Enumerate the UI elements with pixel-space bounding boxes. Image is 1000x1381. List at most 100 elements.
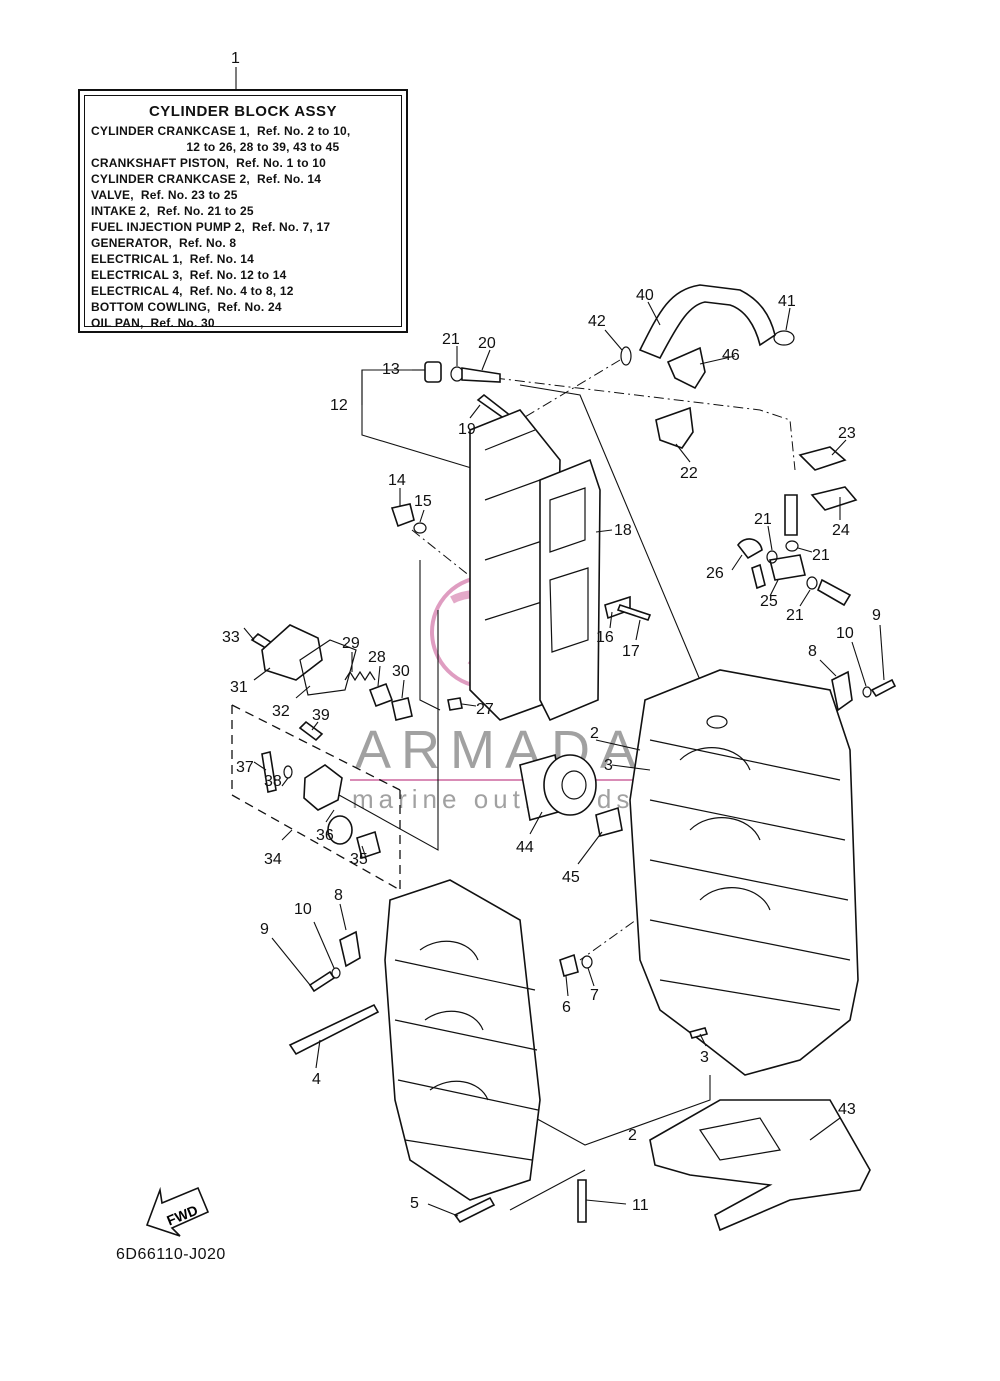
leader-37 [253,761,267,771]
leader-3a [611,764,651,771]
callout-14: 14 [388,472,406,489]
callout-6: 6 [562,999,571,1016]
crankcase-right-bores [679,747,771,911]
legend-line: ELECTRICAL 4, Ref. No. 4 to 8, 12 [91,284,294,298]
callout-20: 20 [478,335,496,352]
leader-10b [313,921,335,969]
bolt-17 [616,604,652,621]
leader-36 [325,809,335,823]
lug-8-left [339,930,361,968]
clip-23 [798,446,847,471]
dash-34-left [231,705,401,891]
leader-9a [879,624,885,681]
leader-32 [295,685,311,699]
screw-27 [447,697,463,711]
bolt-25-small [751,563,766,590]
leader-2-3-right [519,384,701,681]
callout-22: 22 [680,465,698,482]
callout-30: 30 [392,663,410,680]
housing-36 [303,764,343,811]
stud-11 [577,1179,587,1223]
assembly-legend: CYLINDER BLOCK ASSY CYLINDER CRANKCASE 1… [78,89,408,333]
callout-21a: 21 [442,331,460,348]
callout-9a: 9 [872,607,881,624]
bracket-12 [361,369,479,471]
leader-2-bottom [529,1075,711,1146]
callout-17: 17 [622,643,640,660]
callout-26: 26 [706,565,724,582]
legend-line: FUEL INJECTION PUMP 2, Ref. No. 7, 17 [91,220,331,234]
crankcase-left-body [384,879,541,1201]
crankcase-left-ribs [394,959,539,1161]
clip-24 [810,486,858,511]
legend-inner-frame: CYLINDER BLOCK ASSY CYLINDER CRANKCASE 1… [84,95,402,330]
leader-23 [831,439,847,456]
frame-left [329,610,439,851]
washer-10-left [331,967,341,979]
cylinder-crankcase-left [288,879,587,1224]
callout-legend: 1 [231,50,240,67]
leader-3b [699,1033,707,1047]
callout-23: 23 [838,425,856,442]
diagram-code: 6D66110-J020 [116,1246,226,1263]
leader-21c [797,547,813,553]
leader-21b [767,525,773,551]
callout-21c: 21 [812,547,830,564]
callout-38: 38 [264,773,282,790]
callout-25: 25 [760,593,778,610]
callout-43: 43 [838,1101,856,1118]
legend-line: CYLINDER CRANKCASE 1, Ref. No. 2 to 10, [91,124,351,138]
plug-6 [559,953,579,977]
callout-42: 42 [588,313,606,330]
leader-16 [609,611,613,629]
bolt-37 [261,751,277,793]
leader-44 [529,811,543,835]
leader-15 [419,509,425,523]
hose-tube [784,494,798,536]
gasket-43 [649,1099,871,1232]
bracket-12-13 [361,369,420,405]
legend-line: GENERATOR, Ref. No. 8 [91,236,237,250]
leader-20 [481,349,491,371]
callout-37: 37 [236,759,254,776]
cap-26 [737,538,763,560]
callout-45: 45 [562,869,580,886]
callout-12: 12 [330,397,348,414]
leader-38 [281,777,289,787]
leader-5 [427,1203,459,1217]
plug-35 [356,830,381,860]
legend-line: 12 to 26, 28 to 39, 43 to 45 [91,140,340,154]
leader-45 [577,831,603,865]
callout-10a: 10 [836,625,854,642]
hose-holder-46 [666,346,706,390]
leader-17 [635,619,641,641]
callout-33: 33 [222,629,240,646]
valve-25 [769,554,806,581]
callout-40: 40 [636,287,654,304]
callout-19: 19 [458,421,476,438]
callout-leaders [243,301,885,1217]
leader-43 [809,1117,841,1141]
lug-8-right [831,670,853,712]
leader-25 [769,579,779,597]
dashdot-42 [519,359,621,421]
hose-short [816,578,852,607]
reference-lines [231,67,796,1211]
leader-6 [565,975,569,997]
crankcase-right-ribs [649,739,851,1011]
callout-18: 18 [614,522,632,539]
pin-3-lower [688,1027,709,1039]
hose-clamp-41 [773,330,795,346]
leader-41 [785,307,791,331]
oil-filter-parts [519,753,623,837]
thermostat-cover-31 [261,624,323,681]
leader-22 [675,443,691,463]
bolt-5 [453,1196,496,1224]
thermostat-assembly [250,624,463,721]
breather-hose-assembly [620,284,795,449]
callout-21b: 21 [754,511,772,528]
union-45 [595,806,623,837]
leader-21d [799,589,811,607]
o-ring-21-c [806,576,818,590]
leader-8a [819,659,837,677]
